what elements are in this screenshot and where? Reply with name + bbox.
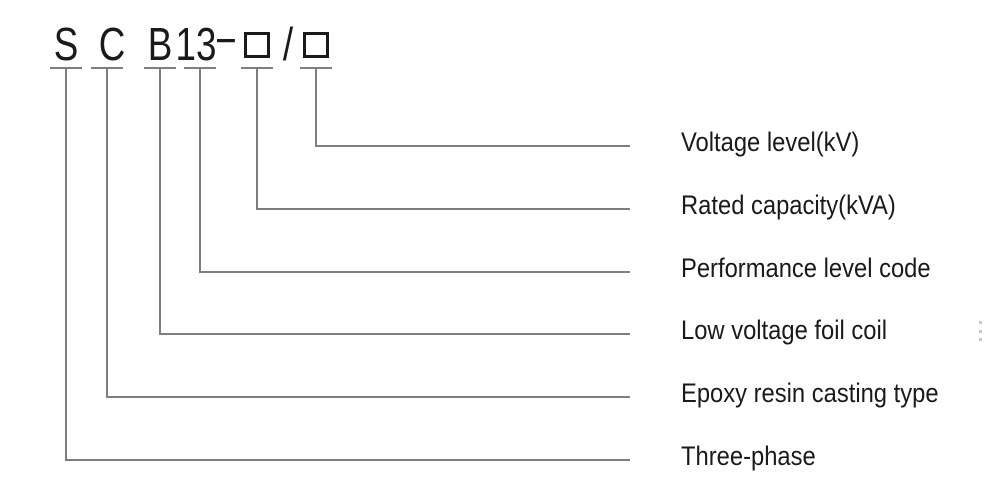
- code-placeholder-box-voltage: [303, 32, 329, 58]
- hline-performance: [199, 271, 630, 273]
- vline-three-phase: [65, 67, 67, 461]
- hline-epoxy-resin: [106, 396, 630, 398]
- hline-voltage-level: [315, 145, 630, 147]
- code-placeholder-box-capacity: [244, 32, 270, 58]
- code-dash: −: [215, 14, 237, 66]
- hline-three-phase: [65, 459, 630, 461]
- annotation-epoxy-resin: Epoxy resin casting type: [681, 378, 939, 408]
- hline-rated-capacity: [256, 208, 630, 210]
- hline-low-voltage: [159, 333, 630, 335]
- vline-epoxy-resin: [106, 67, 108, 398]
- vertical-ellipsis-dots: [979, 321, 983, 341]
- code-letter-b: B: [147, 18, 173, 70]
- annotation-performance-level: Performance level code: [681, 253, 931, 283]
- annotation-low-voltage-foil: Low voltage foil coil: [681, 315, 888, 345]
- annotation-voltage-level: Voltage level(kV): [681, 127, 860, 157]
- code-letter-s: S: [53, 18, 79, 70]
- code-number-13: 13: [175, 18, 217, 70]
- code-slash: /: [282, 18, 294, 70]
- vline-rated-capacity: [256, 67, 258, 210]
- annotation-three-phase: Three-phase: [681, 441, 816, 471]
- vline-low-voltage: [159, 67, 161, 335]
- vline-voltage-level: [315, 67, 317, 147]
- vline-performance: [199, 67, 201, 273]
- annotation-rated-capacity: Rated capacity(kVA): [681, 190, 896, 220]
- code-letter-c: C: [98, 18, 126, 70]
